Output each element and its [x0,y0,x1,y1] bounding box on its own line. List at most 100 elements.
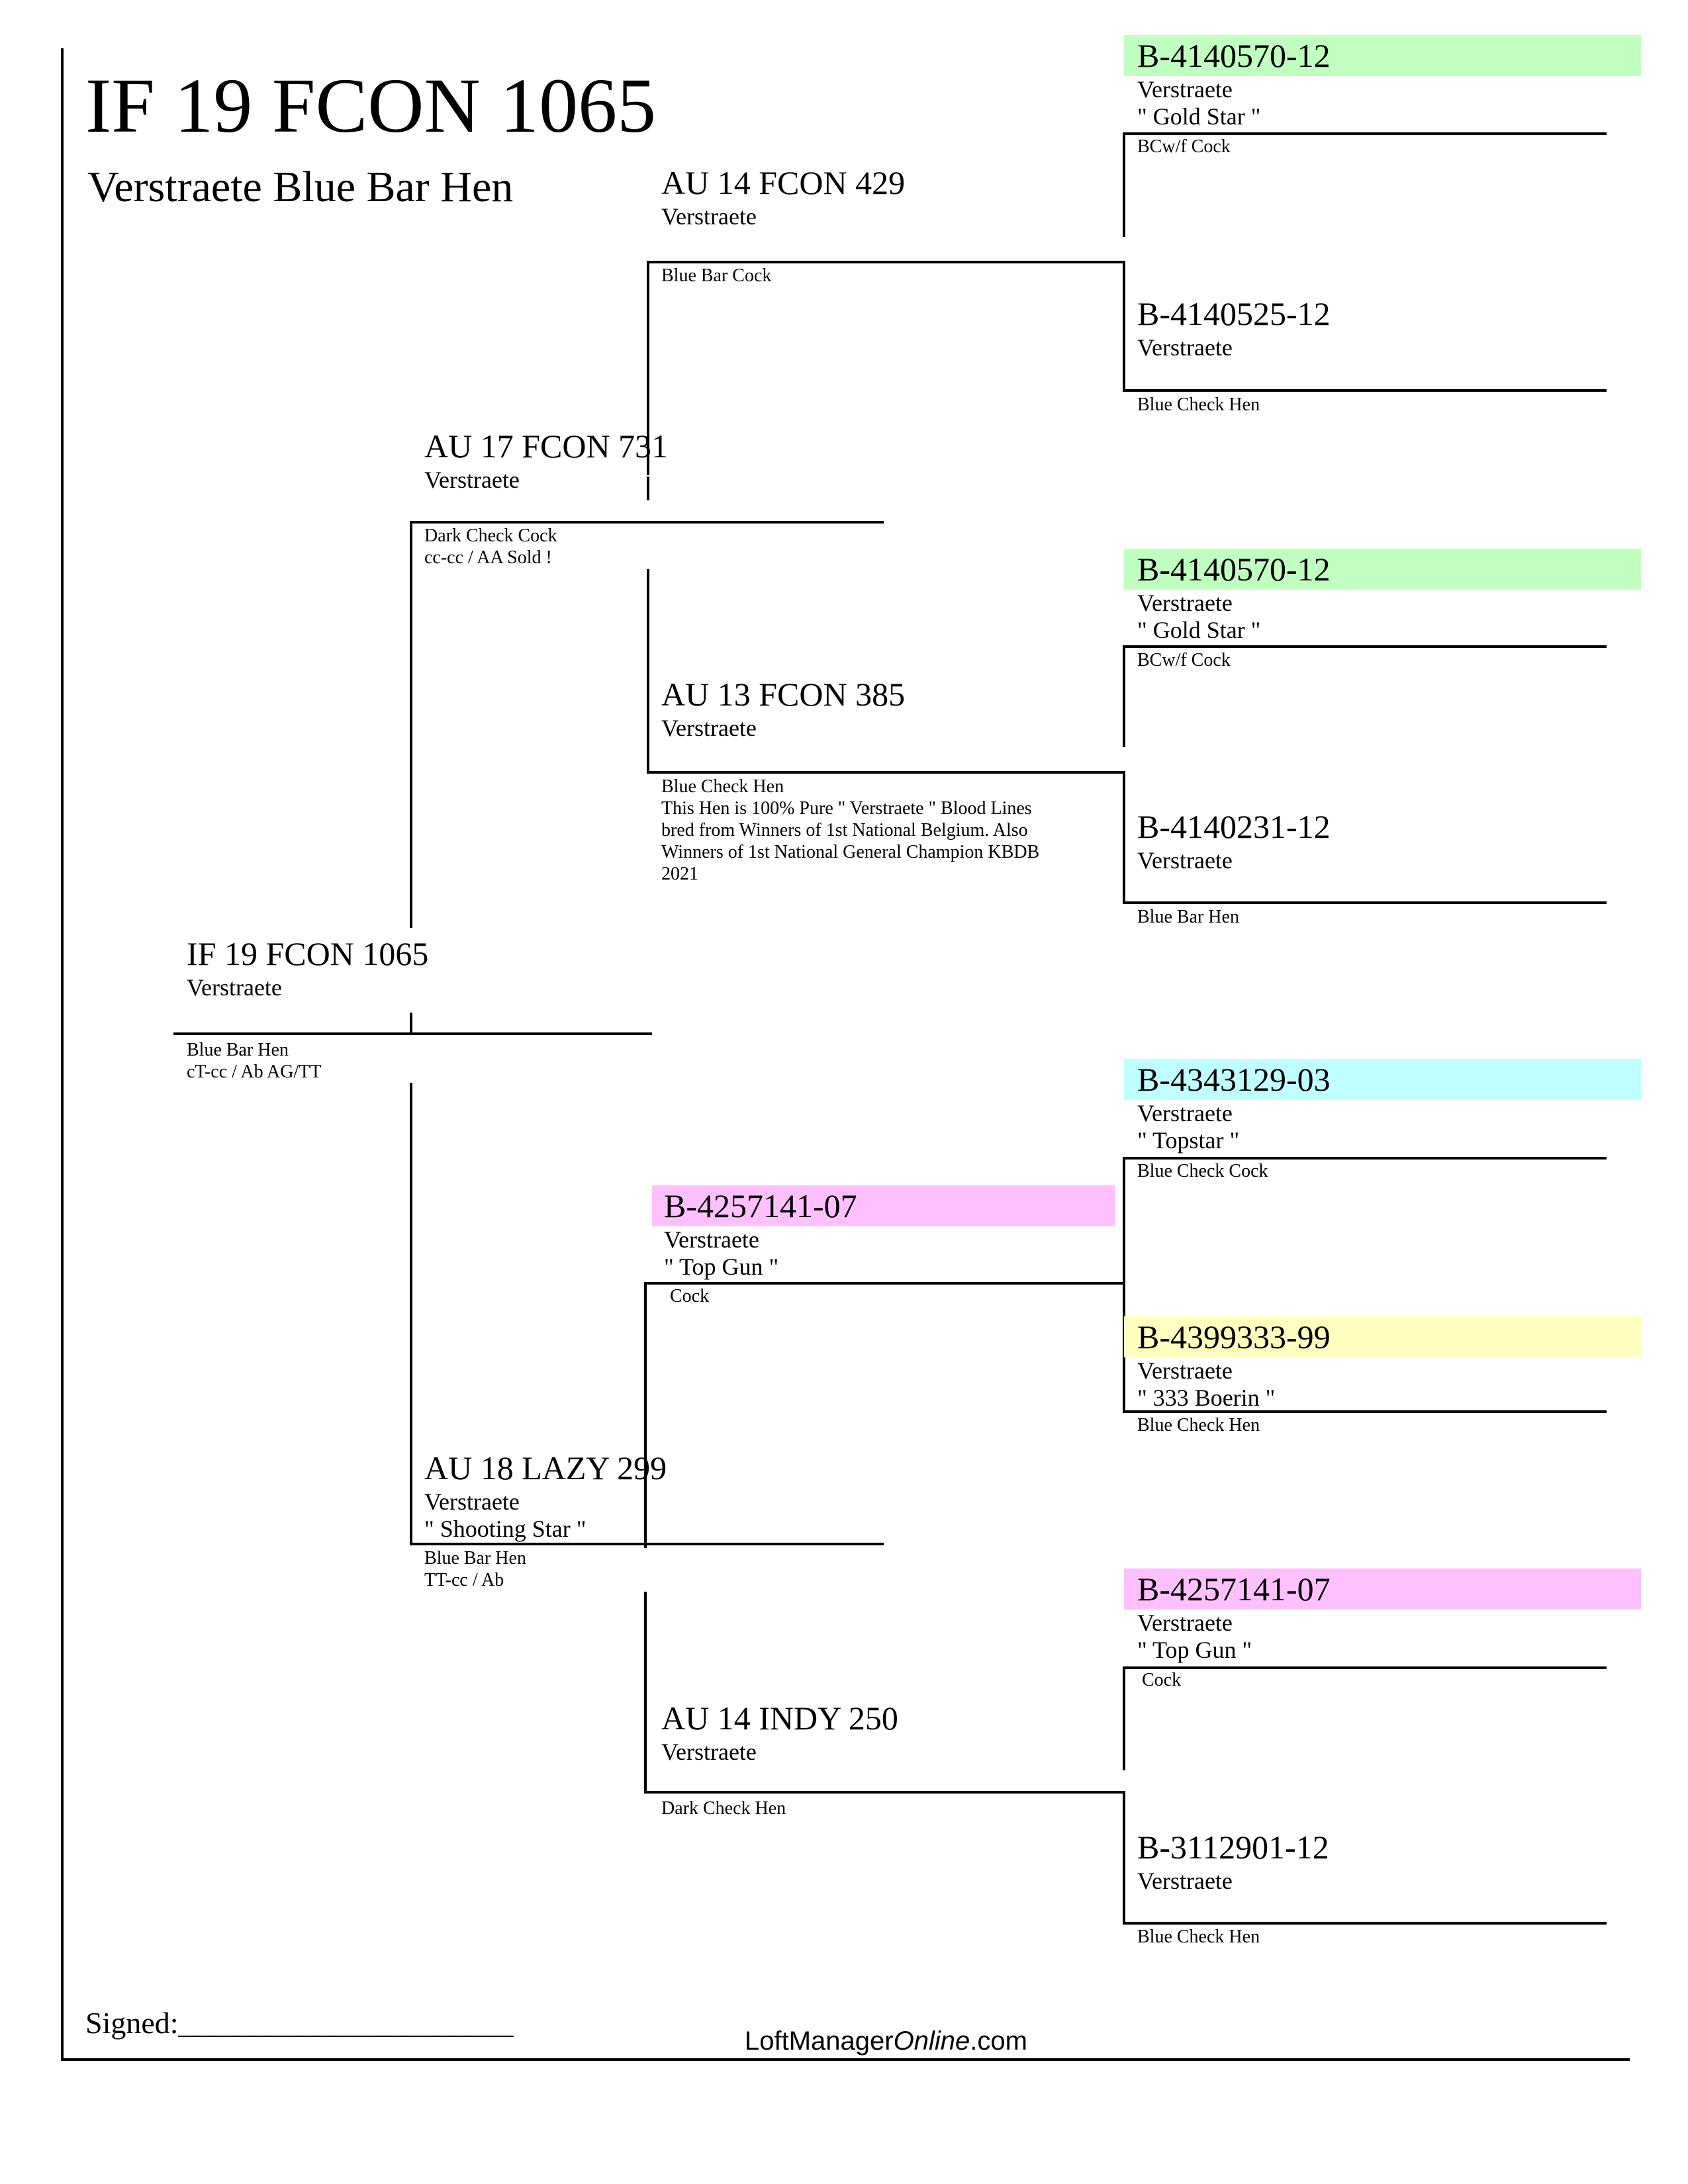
bird-ring: B-3112901-12 [1137,1829,1329,1866]
bird-strain: Verstraete [1137,1100,1233,1126]
g4-note: Blue Check Hen [1137,394,1260,415]
remark: This Hen is 100% Pure " Verstraete " Blo… [661,798,1032,819]
bracket-gen3 [647,569,649,772]
brand-footer: LoftManagerOnline.com [745,2026,1027,2056]
sire-line [410,521,884,523]
ss-node[interactable]: AU 14 FCON 429 Verstraete [648,162,905,230]
g4-line [1123,645,1607,648]
dd-node[interactable]: AU 14 INDY 250 Verstraete [648,1698,898,1766]
subject-notes: Blue Bar Hen cT-cc / Ab AG/TT [173,1039,321,1083]
bracket-gen4 [1123,1158,1125,1412]
bracket-gen4 [1123,647,1125,747]
bird-strain: Verstraete [664,1226,759,1253]
g4-line [1123,132,1607,135]
g4-node-8[interactable]: B-3112901-12 Verstraete [1124,1827,1329,1895]
dam-notes: Blue Bar Hen TT-cc / Ab [411,1547,526,1591]
g4-node-3[interactable]: B-4140570-12 Verstraete " Gold Star " [1124,549,1641,644]
frame-left-border [61,48,64,2061]
bird-strain: Verstraete [1137,76,1233,103]
bracket-gen2 [410,1013,412,1032]
remark: bred from Winners of 1st National Belgiu… [661,820,1028,841]
bird-ring: B-4257141-07 [1124,1569,1641,1610]
brand-part: LoftManager [745,2026,894,2056]
bracket-gen4 [1123,134,1125,237]
g4-node-4[interactable]: B-4140231-12 Verstraete [1124,806,1331,874]
brand-part: .com [970,2026,1027,2056]
signature-line[interactable]: Signed:______________________ [85,2006,514,2040]
subject-line [173,1032,652,1035]
genetics: TT-cc / Ab [424,1570,504,1590]
color-sex: Blue Check Hen [661,776,784,797]
bird-strain: Verstraete [661,1739,757,1765]
bracket-gen4 [1123,261,1125,390]
g4-node-5[interactable]: B-4343129-03 Verstraete " Topstar " [1124,1059,1641,1154]
bird-strain: Verstraete [1137,590,1233,616]
bracket-gen4 [1123,1668,1125,1770]
bird-ring: B-4140570-12 [1124,549,1641,590]
g4-node-6[interactable]: B-4399333-99 Verstraete " 333 Boerin " [1124,1316,1641,1412]
g4-line [1123,1922,1607,1925]
bird-strain: Verstraete [1137,1610,1233,1636]
bird-ring: B-4140525-12 [1137,295,1331,332]
g4-note: BCw/f Cock [1137,650,1231,670]
bird-ring: B-4399333-99 [1124,1316,1641,1357]
dam-node[interactable]: AU 18 LAZY 299 Verstraete " Shooting Sta… [411,1447,667,1543]
bird-ring: B-4140231-12 [1137,808,1331,845]
bird-nickname: " Shooting Star " [424,1516,586,1542]
bird-ring: AU 17 FCON 731 [424,428,669,465]
color-sex: Blue Bar Hen [187,1040,289,1060]
bird-strain: Verstraete [187,974,282,1001]
bird-ring: IF 19 FCON 1065 [187,935,429,972]
g4-node-1[interactable]: B-4140570-12 Verstraete " Gold Star " [1124,35,1641,130]
g4-note: Blue Bar Hen [1137,907,1239,927]
ss-notes: Blue Bar Cock [661,265,772,286]
g4-note: Blue Check Hen [1137,1415,1260,1435]
g4-note: Blue Check Hen [1137,1927,1260,1947]
bird-nickname: " Topstar " [1137,1127,1240,1154]
bracket-gen3 [644,1283,647,1548]
bracket-gen3 [644,1592,647,1792]
page-subtitle: Verstraete Blue Bar Hen [87,163,514,211]
dam-line [410,1543,884,1545]
bird-strain: Verstraete [1137,1868,1233,1894]
bird-nickname: " Gold Star " [1137,103,1261,130]
sd-node[interactable]: AU 13 FCON 385 Verstraete [648,674,905,742]
bird-ring: AU 18 LAZY 299 [424,1449,667,1486]
dd-line [644,1791,1124,1794]
bird-nickname: " 333 Boerin " [1137,1385,1276,1411]
subject-node[interactable]: IF 19 FCON 1065 Verstraete [173,933,428,1001]
bird-ring: B-4343129-03 [1124,1059,1641,1100]
remark: Winners of 1st National General Champion… [661,842,1040,862]
bird-nickname: " Top Gun " [664,1253,779,1280]
bird-strain: Verstraete [424,467,520,493]
remark: 2021 [661,864,698,884]
bird-strain: Verstraete [1137,847,1233,874]
bird-strain: Verstraete [424,1488,520,1515]
brand-part: Online [893,2026,970,2056]
bird-strain: Verstraete [1137,1357,1233,1384]
bird-strain: Verstraete [661,203,757,230]
g4-line [1123,901,1607,904]
bird-strain: Verstraete [1137,334,1233,361]
dd-notes: Dark Check Hen [661,1798,786,1819]
ds-notes: Cock [665,1286,710,1306]
bracket-gen4 [1123,1791,1125,1923]
genetics: cT-cc / Ab AG/TT [187,1062,322,1082]
sire-node[interactable]: AU 17 FCON 731 Verstraete [411,426,668,494]
ss-line [647,261,1124,263]
g4-node-2[interactable]: B-4140525-12 Verstraete [1124,293,1331,361]
g4-line [1123,1666,1607,1669]
g4-note: BCw/f Cock [1137,136,1231,157]
genetics: cc-cc / AA Sold ! [424,547,552,568]
page-title: IF 19 FCON 1065 [85,62,657,149]
bird-nickname: " Top Gun " [1137,1637,1252,1663]
g4-line [1123,389,1607,392]
g4-line [1123,1157,1607,1160]
frame-bottom-border [61,2058,1630,2061]
bird-ring: AU 13 FCON 385 [661,676,906,713]
bracket-gen3 [647,477,649,500]
g4-node-7[interactable]: B-4257141-07 Verstraete " Top Gun " [1124,1569,1641,1664]
ds-node[interactable]: B-4257141-07 Verstraete " Top Gun " [652,1185,1115,1281]
color-sex: Dark Check Cock [424,525,557,546]
g4-note: Cock [1137,1670,1182,1690]
